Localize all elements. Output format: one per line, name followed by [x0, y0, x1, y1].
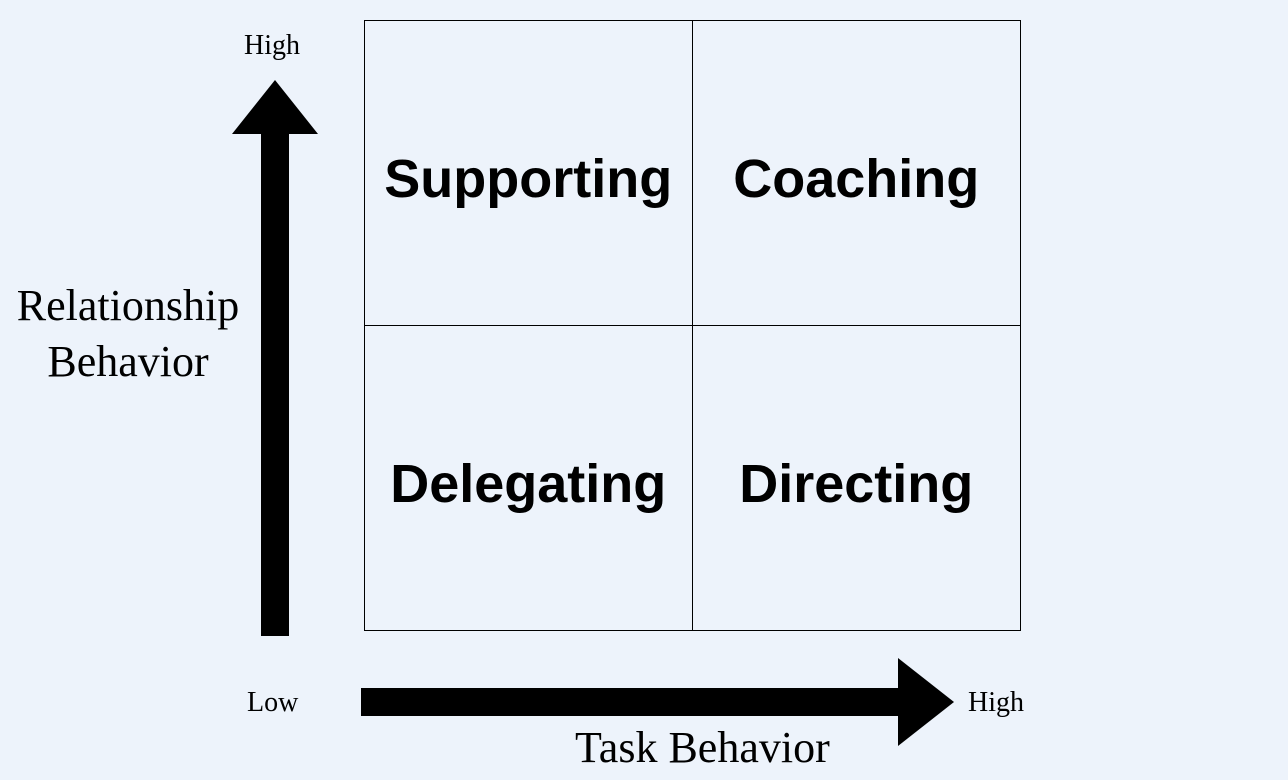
- x-arrow-head: [898, 658, 954, 746]
- x-arrow-shaft: [361, 688, 903, 716]
- y-arrow-head: [232, 80, 318, 134]
- quadrant-delegating: Delegating: [365, 325, 693, 630]
- y-axis-title: Relationship Behavior: [0, 278, 256, 390]
- quadrant-supporting: Supporting: [365, 21, 693, 326]
- quadrant-label-supporting: Supporting: [384, 149, 673, 209]
- quadrant-label-delegating: Delegating: [390, 453, 667, 514]
- y-arrow-shaft: [261, 132, 289, 636]
- x-axis-title: Task Behavior: [575, 723, 830, 772]
- quadrant-directing: Directing: [693, 326, 1021, 631]
- y-axis-high-label: High: [244, 30, 300, 61]
- y-axis-low-label: Low: [247, 687, 299, 718]
- y-axis-title-line-1: Relationship: [16, 281, 240, 330]
- quadrant-label-directing: Directing: [739, 453, 974, 514]
- quadrant-coaching: Coaching: [692, 21, 1020, 326]
- y-axis-title-line-2: Behavior: [47, 337, 209, 386]
- situational-leadership-grid: Supporting Coaching Delegating Directing: [364, 20, 1021, 631]
- quadrant-label-coaching: Coaching: [733, 149, 980, 209]
- x-axis-high-label: High: [968, 687, 1024, 718]
